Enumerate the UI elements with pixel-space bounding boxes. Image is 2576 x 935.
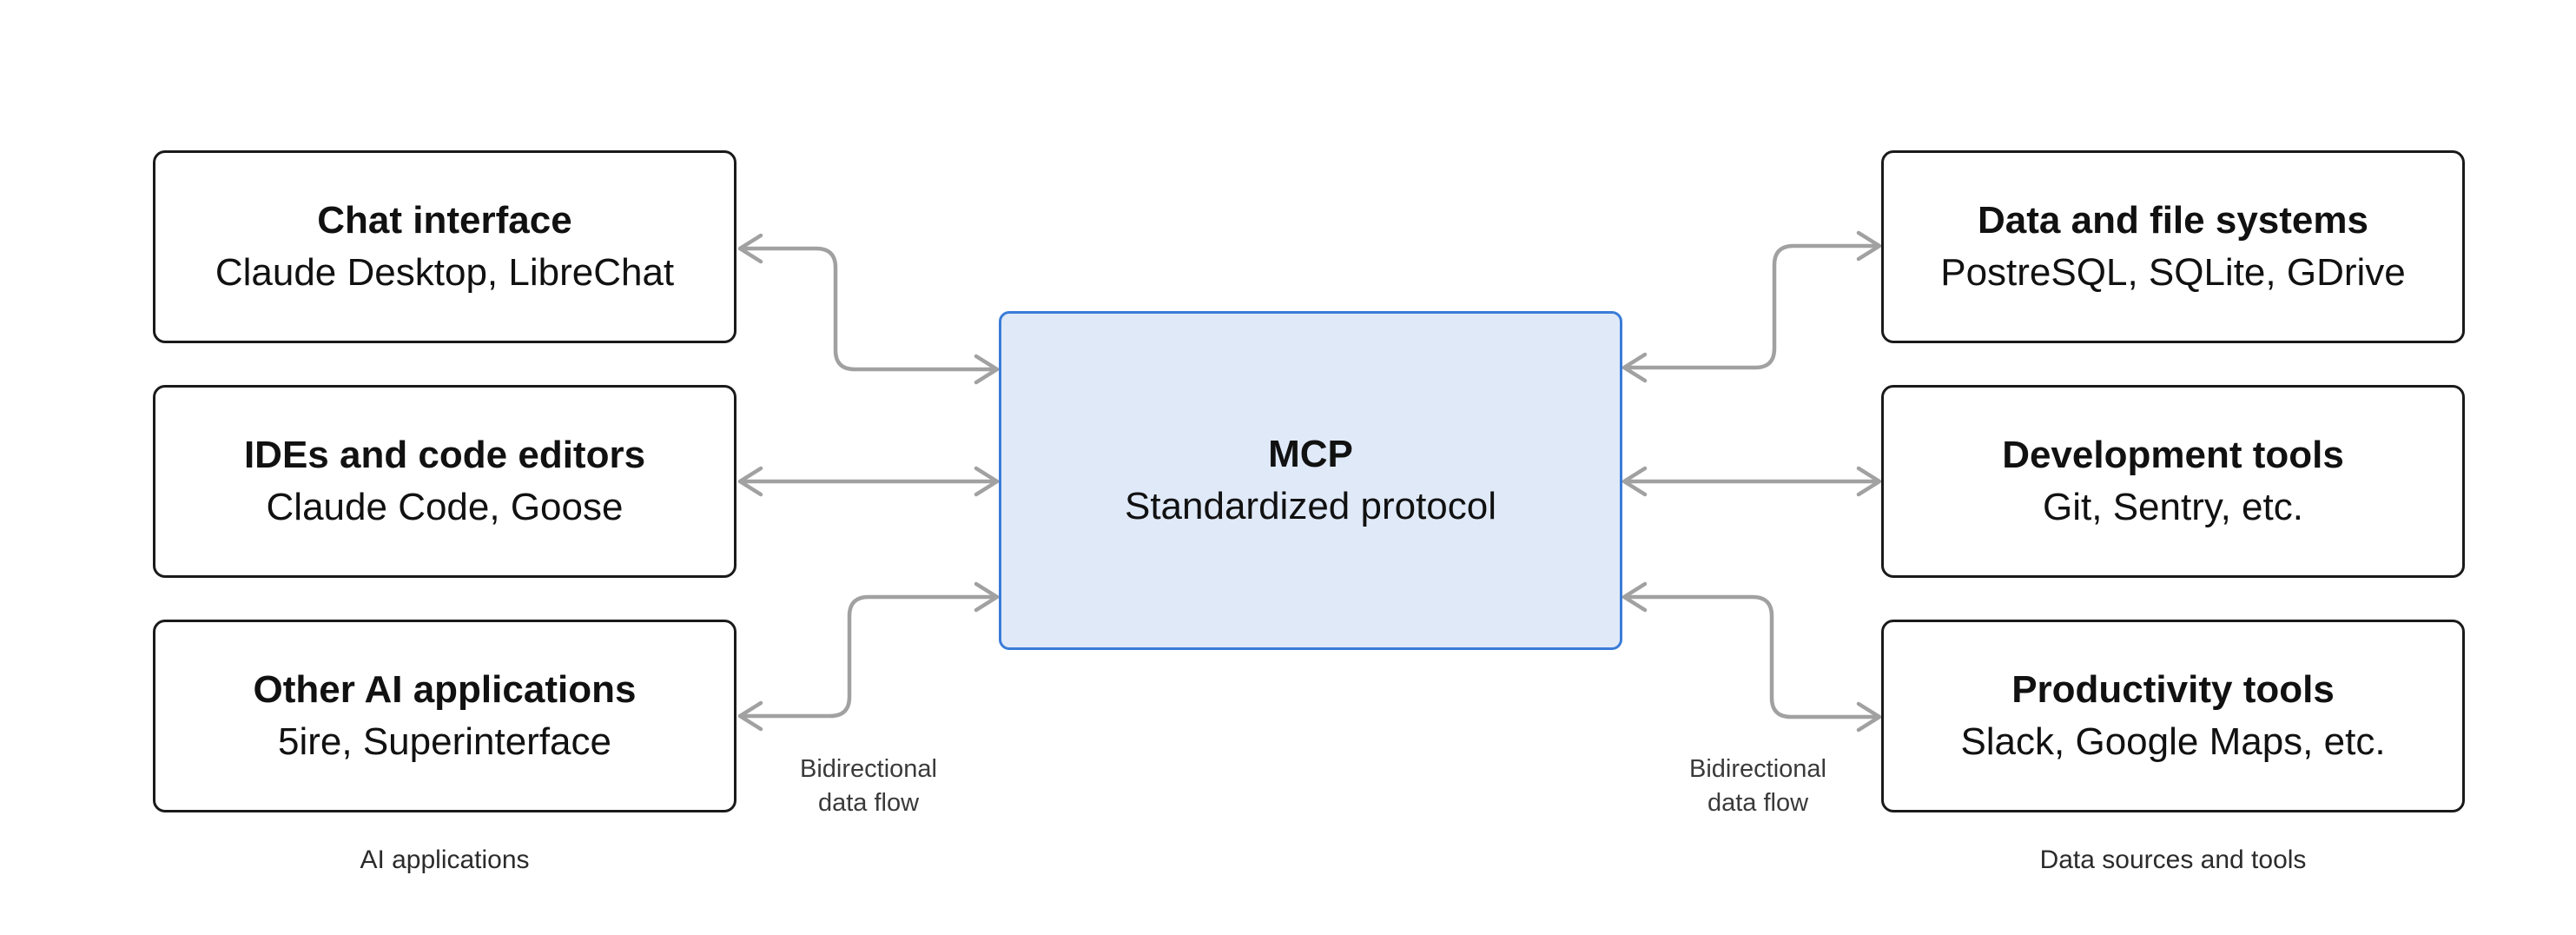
box-title: Productivity tools	[2011, 667, 2335, 711]
box-subtitle: Slack, Google Maps, etc.	[1960, 720, 2386, 763]
box-subtitle: Git, Sentry, etc.	[2043, 486, 2303, 528]
box-title: MCP	[1268, 432, 1353, 475]
label-bidirectional-left: Bidirectional data flow	[730, 753, 1007, 820]
box-subtitle: 5ire, Superinterface	[278, 720, 611, 763]
label-line: data flow	[817, 789, 920, 818]
node-chat-interface: Chat interface Claude Desktop, LibreChat	[153, 150, 736, 343]
box-title: Data and file systems	[1978, 198, 2368, 242]
arrow-right-icon	[1856, 466, 1882, 497]
box-title: Chat interface	[317, 198, 572, 242]
node-productivity-tools: Productivity tools Slack, Google Maps, e…	[1881, 620, 2465, 812]
box-subtitle: Claude Desktop, LibreChat	[215, 251, 675, 294]
connector-otherai-mcp	[743, 594, 994, 719]
arrow-left-icon	[737, 700, 763, 732]
connector-chat-mcp	[743, 246, 994, 372]
node-mcp: MCP Standardized protocol	[999, 311, 1622, 650]
arrow-left-icon	[1622, 581, 1648, 613]
box-subtitle: Standardized protocol	[1124, 485, 1497, 527]
arrow-left-icon	[737, 466, 763, 497]
box-title: Development tools	[2002, 433, 2344, 476]
arrow-left-icon	[1622, 352, 1648, 383]
label-line: data flow	[1707, 789, 1809, 818]
label-bidirectional-right: Bidirectional data flow	[1619, 753, 1897, 820]
arrow-right-icon	[974, 581, 1000, 613]
node-other-ai-applications: Other AI applications 5ire, Superinterfa…	[153, 620, 736, 812]
connector-mcp-productivity	[1628, 594, 1876, 719]
label-line: Bidirectional	[1689, 755, 1826, 783]
label-line: Bidirectional	[800, 755, 937, 783]
arrow-right-icon	[1856, 701, 1882, 733]
box-subtitle: PostreSQL, SQLite, GDrive	[1940, 251, 2406, 294]
node-development-tools: Development tools Git, Sentry, etc.	[1881, 385, 2465, 578]
box-title: IDEs and code editors	[243, 433, 646, 476]
caption-ai-applications: AI applications	[360, 845, 530, 874]
node-data-and-file-systems: Data and file systems PostreSQL, SQLite,…	[1881, 150, 2465, 343]
connector-mcp-datafiles	[1628, 243, 1876, 370]
caption-data-sources-and-tools: Data sources and tools	[2039, 845, 2307, 874]
arrow-left-icon	[1622, 466, 1648, 497]
arrow-right-icon	[1856, 230, 1882, 262]
arrow-right-icon	[974, 466, 1000, 497]
node-ides-code-editors: IDEs and code editors Claude Code, Goose	[153, 385, 736, 578]
arrow-left-icon	[737, 233, 763, 264]
arrow-right-icon	[974, 354, 1000, 385]
box-subtitle: Claude Code, Goose	[266, 486, 624, 528]
box-title: Other AI applications	[253, 667, 637, 711]
